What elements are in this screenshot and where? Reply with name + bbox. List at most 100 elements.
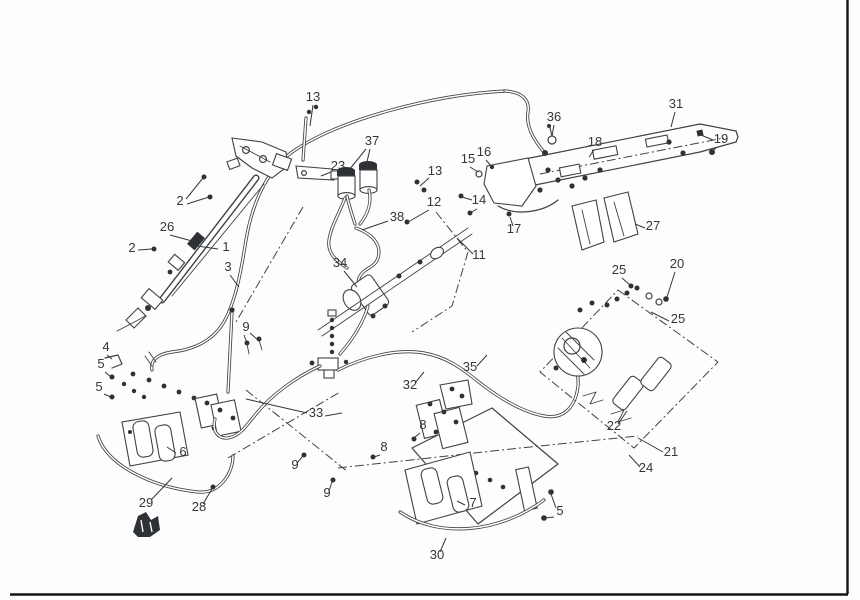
front-brake-hose (144, 89, 548, 372)
callout-number-38: 38 (390, 209, 404, 224)
callout-number-27: 27 (646, 218, 660, 233)
callout-leader-14 (461, 196, 473, 201)
callout-leader-9 (296, 455, 304, 464)
callout-leader-9 (243, 334, 248, 344)
callout-number-25: 25 (612, 262, 626, 277)
callout-leader-8 (373, 454, 381, 458)
callout-number-12: 12 (427, 194, 441, 209)
callout-number-19: 19 (714, 131, 728, 146)
callout-leader-9 (249, 332, 259, 341)
callout-leader-19 (700, 134, 714, 141)
callout-leader-13 (309, 104, 314, 127)
rear-brake-hose (336, 348, 580, 419)
callout-leader-17 (509, 216, 514, 227)
callout-leader-18 (588, 149, 595, 158)
callout-number-18: 18 (588, 134, 602, 149)
callout-number-21: 21 (664, 444, 678, 459)
foot-brake-assembly (398, 379, 559, 531)
callout-number-9: 9 (291, 457, 298, 472)
callout-number-15: 15 (461, 151, 475, 166)
callout-leader-1 (196, 245, 219, 250)
callout-number-30: 30 (430, 547, 444, 562)
callout-leader-6 (166, 446, 177, 454)
footrest-plates (571, 191, 639, 251)
callout-leader-2 (185, 177, 204, 200)
callout-number-35: 35 (463, 359, 477, 374)
callout-number-24: 24 (639, 460, 653, 475)
left-hose-bracket (104, 354, 147, 400)
callout-number-13: 13 (428, 163, 442, 178)
callout-number-9: 9 (242, 319, 249, 334)
callout-leader-3 (229, 274, 240, 288)
callout-leader-14 (469, 208, 478, 214)
callout-number-28: 28 (192, 499, 206, 514)
callout-number-1: 1 (222, 239, 229, 254)
callout-number-8: 8 (380, 439, 387, 454)
callout-number-5: 5 (97, 356, 104, 371)
callout-number-7: 7 (469, 495, 476, 510)
callout-number-8: 8 (419, 417, 426, 432)
callout-leader-20 (666, 271, 676, 298)
callout-number-3: 3 (224, 259, 231, 274)
callout-leader-12 (407, 209, 430, 223)
callout-number-17: 17 (507, 221, 521, 236)
lever-rod-assembly (116, 137, 293, 332)
page-border (10, 0, 849, 596)
callout-number-13: 13 (306, 89, 320, 104)
callout-number-34: 34 (333, 255, 347, 270)
callout-number-5: 5 (95, 379, 102, 394)
callout-number-9: 9 (323, 485, 330, 500)
callout-number-29: 29 (139, 495, 153, 510)
reservoir-bracket (295, 104, 342, 181)
callout-number-20: 20 (670, 256, 684, 271)
callout-leader-23 (320, 171, 332, 177)
callout-leader-4 (106, 354, 113, 360)
callout-leader-33 (324, 412, 343, 417)
callout-number-33: 33 (309, 405, 323, 420)
callout-number-4: 4 (102, 339, 109, 354)
callout-leader-28 (202, 488, 213, 505)
callout-number-36: 36 (547, 109, 561, 124)
callout-leader-13 (419, 177, 430, 187)
callout-leader-21 (637, 437, 664, 453)
callout-leader-15 (469, 166, 479, 173)
callout-leader-37 (365, 148, 371, 167)
callout-leader-5 (103, 393, 112, 398)
callout-number-32: 32 (403, 377, 417, 392)
callout-leader-2 (137, 248, 153, 251)
callout-leader-2 (186, 196, 210, 205)
construction-lines (227, 206, 639, 473)
callout-leader-37 (348, 148, 367, 171)
callout-leader-8 (413, 432, 421, 439)
callout-leader-16 (485, 159, 492, 167)
callout-number-6: 6 (179, 444, 186, 459)
callout-leader-5 (550, 493, 557, 509)
callout-number-2: 2 (128, 240, 135, 255)
callout-leader-5 (544, 516, 555, 519)
callout-number-37: 37 (365, 133, 379, 148)
bolt-rod-assembly (317, 179, 473, 337)
callout-leader-32 (414, 371, 425, 384)
callout-leader-11 (456, 237, 474, 255)
left-caliper-assembly (96, 307, 263, 494)
callout-leader-31 (670, 111, 676, 128)
callout-leader-7 (456, 500, 466, 506)
line-junction-manifold (212, 304, 376, 483)
callout-number-11: 11 (472, 247, 486, 262)
callout-leader-9 (328, 481, 333, 492)
callout-number-16: 16 (477, 144, 491, 159)
callout-leader-27 (634, 223, 646, 229)
callout-number-26: 26 (160, 219, 174, 234)
rear-caliper-assembly (539, 283, 719, 449)
reservoir-and-master-cylinder (327, 161, 390, 319)
callout-number-22: 22 (607, 418, 621, 433)
callout-number-5: 5 (556, 503, 563, 518)
callout-number-14: 14 (472, 192, 486, 207)
callout-leader-30 (439, 537, 447, 553)
callout-leader-24 (628, 454, 641, 468)
callout-number-23: 23 (331, 158, 345, 173)
callout-leader-26 (169, 234, 193, 242)
callout-leader-25 (621, 277, 631, 286)
